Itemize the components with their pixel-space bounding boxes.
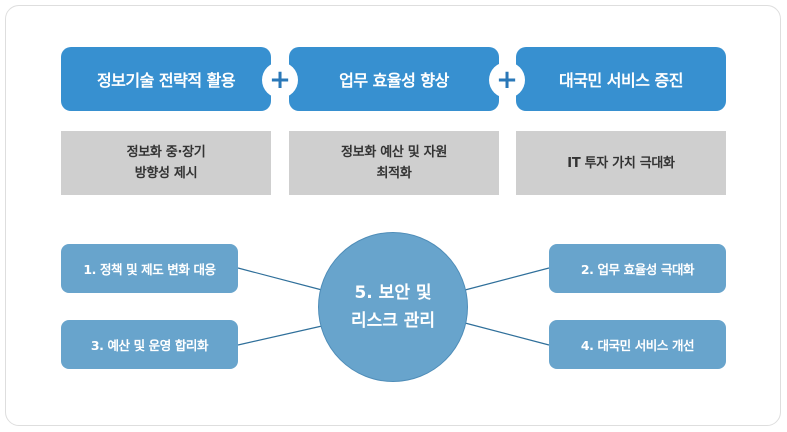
outcome-label: 정보화 중·장기 방향성 제시 (126, 145, 206, 181)
spoke-label: 3. 예산 및 운영 합리화 (90, 338, 209, 353)
plus-icon: + (262, 62, 298, 98)
goal-label: 대국민 서비스 증진 (559, 71, 683, 90)
outcome-label: IT 투자 가치 극대화 (567, 155, 675, 171)
spoke-box-efficiency: 2. 업무 효율성 극대화 (549, 244, 726, 293)
outcome-box: IT 투자 가치 극대화 (516, 131, 726, 195)
plus-symbol: + (496, 65, 518, 95)
connector-line (464, 322, 550, 346)
goal-label: 업무 효율성 향상 (339, 71, 449, 90)
goal-box-strategic-it: 정보기술 전략적 활용 (61, 47, 271, 111)
goal-box-efficiency: 업무 효율성 향상 (289, 47, 499, 111)
outcome-box: 정보화 중·장기 방향성 제시 (61, 131, 271, 195)
spoke-box-budget: 3. 예산 및 운영 합리화 (61, 320, 238, 369)
connector-line (237, 267, 323, 291)
center-circle-security: 5. 보안 및 리스크 관리 (318, 232, 468, 382)
spoke-label: 4. 대국민 서비스 개선 (580, 338, 695, 353)
spoke-label: 1. 정책 및 제도 변화 대응 (83, 262, 216, 277)
outcome-label: 정보화 예산 및 자원 최적화 (341, 145, 447, 181)
center-label: 5. 보안 및 리스크 관리 (350, 283, 436, 331)
goal-box-public-service: 대국민 서비스 증진 (516, 47, 726, 111)
spoke-box-policy: 1. 정책 및 제도 변화 대응 (61, 244, 238, 293)
spoke-label: 2. 업무 효율성 극대화 (580, 262, 695, 277)
goal-label: 정보기술 전략적 활용 (96, 71, 236, 90)
connector-line (237, 325, 323, 346)
plus-symbol: + (269, 65, 291, 95)
plus-icon: + (489, 62, 525, 98)
spoke-box-public-service: 4. 대국민 서비스 개선 (549, 320, 726, 369)
connector-line (464, 267, 550, 291)
outcome-box: 정보화 예산 및 자원 최적화 (289, 131, 499, 195)
